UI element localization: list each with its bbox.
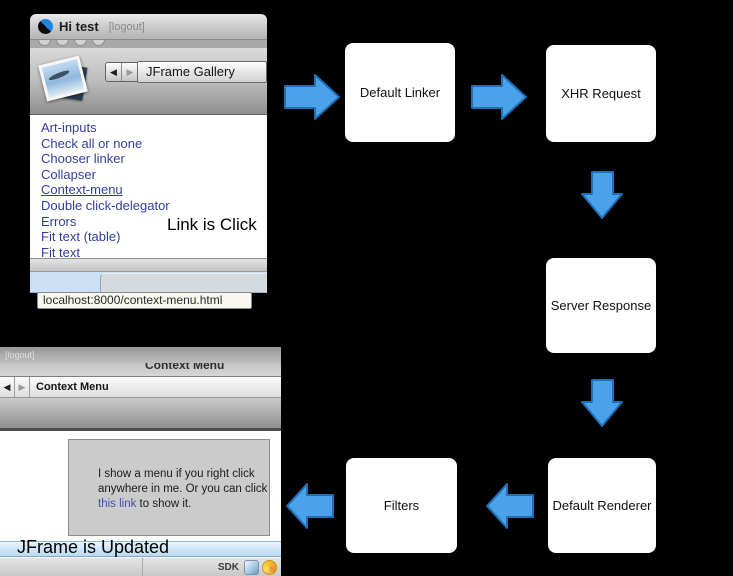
window-title: Hi test <box>59 19 99 34</box>
arrow-left-icon <box>286 483 334 529</box>
sdk-zone: SDK <box>218 558 277 576</box>
sdk-app-icon[interactable] <box>244 559 259 575</box>
scroll-divider-bar <box>30 258 267 272</box>
gallery-link[interactable]: Errors <box>41 213 77 229</box>
url-status-tooltip: localhost:8000/context-menu.html <box>37 292 252 309</box>
flow-node-default-linker: Default Linker <box>345 43 455 142</box>
status-strip <box>30 272 267 293</box>
nav-row: ◀ ▶ Context Menu <box>0 376 281 398</box>
toolbar-gradient <box>0 398 281 428</box>
pie-chart-icon <box>38 19 53 34</box>
browser-screenshot-bottom: [logout] Context Menu ◀ ▶ Context Menu I… <box>0 347 281 576</box>
gallery-link[interactable]: Art-inputs <box>41 120 97 135</box>
browser-screenshot-top: Hi test [logout] ◀ ▶ JFrame Gallery Art-… <box>30 14 267 294</box>
gallery-link[interactable]: Fit text <box>41 244 81 258</box>
flow-node-filters: Filters <box>346 458 457 553</box>
panel-text-before: I show a menu if you right click anywher… <box>98 468 268 495</box>
status-bar: SDK <box>0 557 281 576</box>
window-topbar: [logout] <box>0 347 281 363</box>
arrow-down-icon <box>581 171 623 219</box>
context-menu-panel[interactable]: I show a menu if you right click anywher… <box>68 439 270 536</box>
window-button-row <box>30 40 267 48</box>
photo-stack-icon <box>38 53 94 109</box>
nav-title: Context Menu <box>36 381 109 393</box>
flow-node-default-renderer: Default Renderer <box>548 458 656 553</box>
gallery-link[interactable]: Collapser <box>41 166 96 182</box>
link-clicked-annotation: Link is Click <box>167 215 257 234</box>
sdk-label: SDK <box>217 561 239 573</box>
swirl-icon[interactable] <box>262 559 277 575</box>
nav-button-group: ◀ ▶ <box>105 62 139 82</box>
status-tab <box>100 273 267 292</box>
flow-node-xhr-request: XHR Request <box>546 45 656 142</box>
window-titlebar: Hi test [logout] <box>30 14 267 40</box>
arrow-down-icon <box>581 379 623 427</box>
updated-banner-strip <box>0 541 281 557</box>
arrow-right-icon <box>471 74 527 120</box>
back-button[interactable]: ◀ <box>0 377 15 397</box>
arrow-left-icon <box>486 483 534 529</box>
flow-node-server-response: Server Response <box>546 258 656 353</box>
this-link[interactable]: this link <box>98 498 137 510</box>
forward-button[interactable]: ▶ <box>15 377 30 397</box>
page-heading: Context Menu <box>145 363 225 372</box>
gallery-link[interactable]: Check all or none <box>41 135 143 151</box>
logout-link[interactable]: [logout] <box>5 350 35 360</box>
gallery-link[interactable]: Double click-delegator <box>41 197 170 213</box>
content-top-border <box>0 428 281 431</box>
page-heading-strip: Context Menu <box>0 363 281 376</box>
panel-text-after: to show it. <box>136 498 192 510</box>
logout-link[interactable]: [logout] <box>108 20 145 33</box>
gallery-link[interactable]: Chooser linker <box>41 151 125 167</box>
gallery-link[interactable]: Fit text (table) <box>41 229 121 245</box>
page-content: I show a menu if you right click anywher… <box>0 431 281 541</box>
back-button[interactable]: ◀ <box>106 63 122 81</box>
panel-text: I show a menu if you right click anywher… <box>98 467 268 512</box>
gallery-link[interactable]: Context-menu <box>41 182 123 198</box>
jframe-updated-annotation: JFrame is Updated <box>17 537 170 557</box>
forward-button[interactable]: ▶ <box>122 63 138 81</box>
browser-toolbar: ◀ ▶ JFrame Gallery <box>30 48 267 115</box>
arrow-right-icon <box>284 74 340 120</box>
status-divider <box>142 558 143 576</box>
gallery-title-field: JFrame Gallery <box>137 61 267 83</box>
